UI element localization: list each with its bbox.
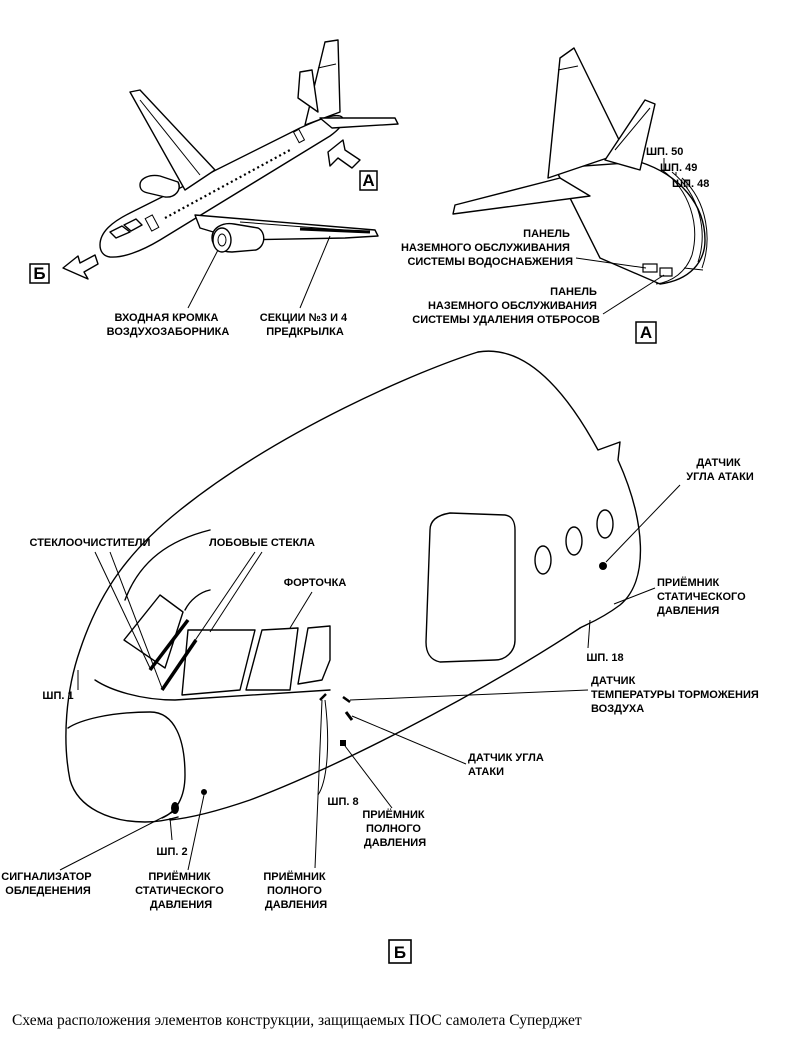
aoa-sensor-front-label: ДАТЧИК УГЛА АТАКИ	[468, 752, 547, 778]
pitot-front-label: ПРИЁМНИК ПОЛНОГО ДАВЛЕНИЯ	[263, 870, 328, 911]
figure-caption: Схема расположения элементов конструкции…	[12, 1012, 582, 1029]
box-a-top: А	[359, 170, 378, 191]
static-receiver-rear-label: ПРИЁМНИК СТАТИЧЕСКОГО ДАВЛЕНИЯ	[657, 576, 749, 617]
frame-1-label: ШП. 1	[42, 690, 73, 702]
aoa-sensor-rear-label: ДАТЧИК УГЛА АТАКИ	[686, 457, 754, 483]
water-panel-label: ПАНЕЛЬ НАЗЕМНОГО ОБСЛУЖИВАНИЯ СИСТЕМЫ ВО…	[401, 228, 573, 268]
side-window-label: ФОРТОЧКА	[284, 577, 347, 589]
view-a-arrow	[327, 139, 361, 169]
ice-detector-label: СИГНАЛИЗАТОР ОБЛЕДЕНЕНИЯ	[1, 871, 94, 897]
view-b-arrow	[62, 254, 99, 280]
frame-48-label: ШП. 48	[672, 178, 709, 190]
frame-50-label: ШП. 50	[646, 146, 683, 158]
aircraft-overview-illustration	[99, 39, 399, 258]
frame-8-label: ШП. 8	[327, 796, 358, 808]
pitot-right-label: ПРИЁМНИК ПОЛНОГО ДАВЛЕНИЯ	[362, 808, 427, 849]
box-b-top: Б	[29, 263, 50, 284]
intake-edge-label: ВХОДНАЯ КРОМКА ВОЗДУХОЗАБОРНИКА	[107, 312, 230, 338]
static-receiver-front-label: ПРИЁМНИК СТАТИЧЕСКОГО ДАВЛЕНИЯ	[135, 870, 227, 911]
box-b-top-letter: Б	[33, 264, 45, 283]
box-b-bottom-letter: Б	[394, 943, 406, 962]
box-a-callout-letter: А	[640, 323, 652, 342]
windshields-label: ЛОБОВЫЕ СТЕКЛА	[209, 537, 315, 549]
nose-view-illustration	[65, 350, 642, 841]
tail-view-illustration	[452, 47, 708, 285]
tat-sensor-label: ДАТЧИК ТЕМПЕРАТУРЫ ТОРМОЖЕНИЯ ВОЗДУХА	[591, 675, 762, 715]
box-a-callout: А	[635, 321, 657, 344]
frame-49-label: ШП. 49	[660, 162, 697, 174]
wipers-label: СТЕКЛООЧИСТИТЕЛИ	[30, 537, 151, 549]
frame-2-label: ШП. 2	[156, 846, 187, 858]
slat-sections-label: СЕКЦИИ №3 И 4 ПРЕДКРЫЛКА	[260, 312, 350, 338]
waste-panel-label: ПАНЕЛЬ НАЗЕМНОГО ОБСЛУЖИВАНИЯ СИСТЕМЫ УД…	[412, 286, 600, 326]
box-a-top-letter: А	[362, 171, 374, 190]
frame-18-label: ШП. 18	[586, 652, 623, 664]
box-b-bottom: Б	[388, 939, 412, 964]
